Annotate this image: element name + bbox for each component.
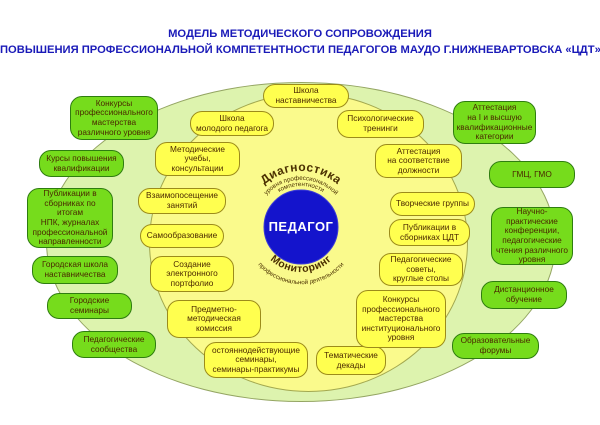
node-samoobrazovanie: Самообразование [140,224,224,248]
node-gmc-gmo: ГМЦ, ГМО [489,161,575,188]
node-obrazovatelnye-forumy: Образовательные форумы [452,333,539,359]
title-line-2: ПОВЫШЕНИЯ ПРОФЕССИОНАЛЬНОЙ КОМПЕТЕНТНОСТ… [0,43,600,56]
node-attestaciya-kategorii: Аттестация на I и высшую квалификационны… [453,101,536,144]
node-pedagogicheskie-sovety: Педагогические советы, круглые столы [379,253,463,286]
node-shkola-molodogo-pedagoga: Школа молодого педагога [190,111,274,136]
node-publikacii-npk: Публикации в сборниках по итогам НПК, жу… [27,188,113,248]
node-distancionnoe-obuchenie: Дистанционное обучение [481,281,567,309]
node-nauchno-prakticheskie-konferencii: Научно- практические конференции, педаго… [491,206,573,265]
node-gorodskie-seminary: Городские семинары [47,293,132,319]
node-kursy-povysheniya-kvalifikacii: Курсы повышения квалификации [39,150,124,177]
node-metodicheskie-ucheby: Методические учебы, консультации [155,142,240,176]
node-gorodskaya-shkola-nastavnichestva: Городская школа наставничества [32,256,118,284]
node-psihologicheskie-treningi: Психологические тренинги [337,110,424,138]
node-tematicheskie-dekady: Тематические декады [316,346,386,375]
node-vzaimoposeshchenie-zanyatij: Взаимопосещение занятий [138,188,226,214]
pedagog-circle [263,189,339,265]
pedagog-label: ПЕДАГОГ [269,219,334,234]
node-konkursy-razlichnogo-urovnya: Конкурсы профессионального мастерства ра… [70,96,158,140]
node-konkursy-institucionalnogo-urovnya: Конкурсы профессионального мастерства ин… [356,290,446,348]
center-group: Диагностика уровня профессиональной комп… [257,160,346,286]
page-title: МОДЕЛЬ МЕТОДИЧЕСКОГО СОПРОВОЖДЕНИЯ ПОВЫШ… [0,27,600,58]
node-shkola-nastavnichestva: Школа наставничества [263,84,349,108]
node-tvorcheskie-gruppy: Творческие группы [390,192,475,216]
node-pedagogicheskie-soobshchestva: Педагогические сообщества [72,331,156,358]
node-attestaciya-sootvetstvie: Аттестация на соответствие должности [375,144,462,178]
title-line-1: МОДЕЛЬ МЕТОДИЧЕСКОГО СОПРОВОЖДЕНИЯ [168,28,432,40]
node-publikacii-cdt: Публикации в сборниках ЦДТ [389,219,470,246]
node-sozdanie-portfolio: Создание электронного портфолио [150,256,234,292]
node-seminary-praktikumy: остояннодействующие семинары, семинары-п… [204,342,308,378]
node-predmetno-metodicheskaya-komissiya: Предметно- методическая комиссия [167,300,261,338]
